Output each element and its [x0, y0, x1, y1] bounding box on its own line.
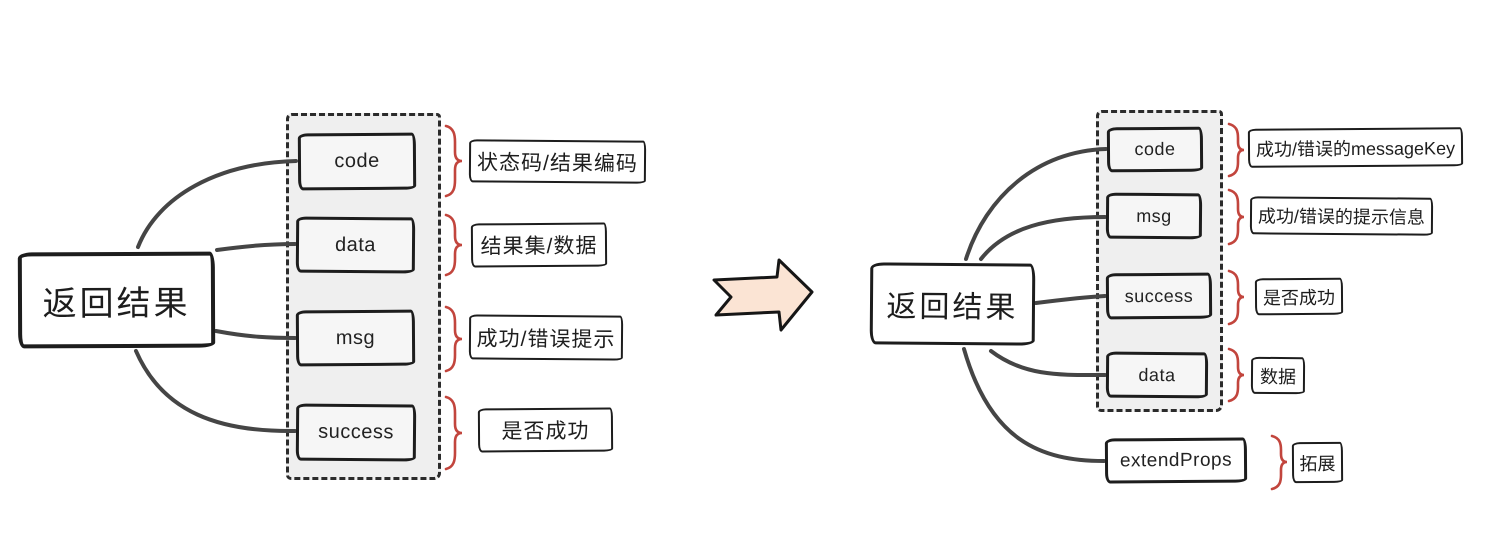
connector-line — [989, 349, 1107, 378]
annotation-success: 是否成功 — [477, 407, 614, 453]
node-code: code — [1106, 126, 1204, 173]
annotation-data: 结果集/数据 — [470, 222, 608, 268]
node-msg: msg — [295, 309, 416, 367]
annotation-msg: 成功/错误的提示信息 — [1249, 196, 1434, 236]
connector-line — [979, 215, 1107, 261]
connector-line — [1034, 294, 1107, 305]
node-data: data — [295, 216, 416, 274]
right-root-node: 返回结果 — [869, 262, 1036, 346]
curly-brace-icon — [1227, 347, 1245, 403]
node-data: data — [1105, 351, 1209, 399]
transform-arrow-icon — [712, 258, 814, 332]
annotation-data: 数据 — [1250, 356, 1306, 395]
curly-brace-icon — [444, 395, 463, 471]
curly-brace-icon — [444, 305, 463, 373]
connector-line — [134, 349, 297, 434]
connector-line — [215, 242, 297, 252]
node-success: success — [295, 403, 417, 462]
connector-line — [214, 329, 297, 340]
node-success: success — [1105, 272, 1213, 320]
connector-line — [136, 159, 298, 249]
annotation-msg: 成功/错误提示 — [468, 314, 624, 361]
left-root-node: 返回结果 — [17, 251, 216, 349]
curly-brace-icon — [1227, 269, 1245, 326]
annotation-extendprops: 拓展 — [1291, 441, 1344, 484]
annotation-code: 成功/错误的messageKey — [1247, 127, 1464, 168]
curly-brace-icon — [444, 213, 463, 277]
curly-brace-icon — [444, 124, 463, 198]
node-extendprops: extendProps — [1104, 437, 1248, 484]
node-msg: msg — [1105, 192, 1203, 240]
annotation-success: 是否成功 — [1254, 277, 1344, 316]
connector-line — [964, 147, 1108, 261]
annotation-code: 状态码/结果编码 — [468, 139, 647, 184]
connector-line — [962, 347, 1106, 463]
curly-brace-icon — [1227, 122, 1245, 178]
curly-brace-icon — [1270, 434, 1288, 491]
node-code: code — [297, 132, 417, 191]
curly-brace-icon — [1227, 188, 1245, 246]
